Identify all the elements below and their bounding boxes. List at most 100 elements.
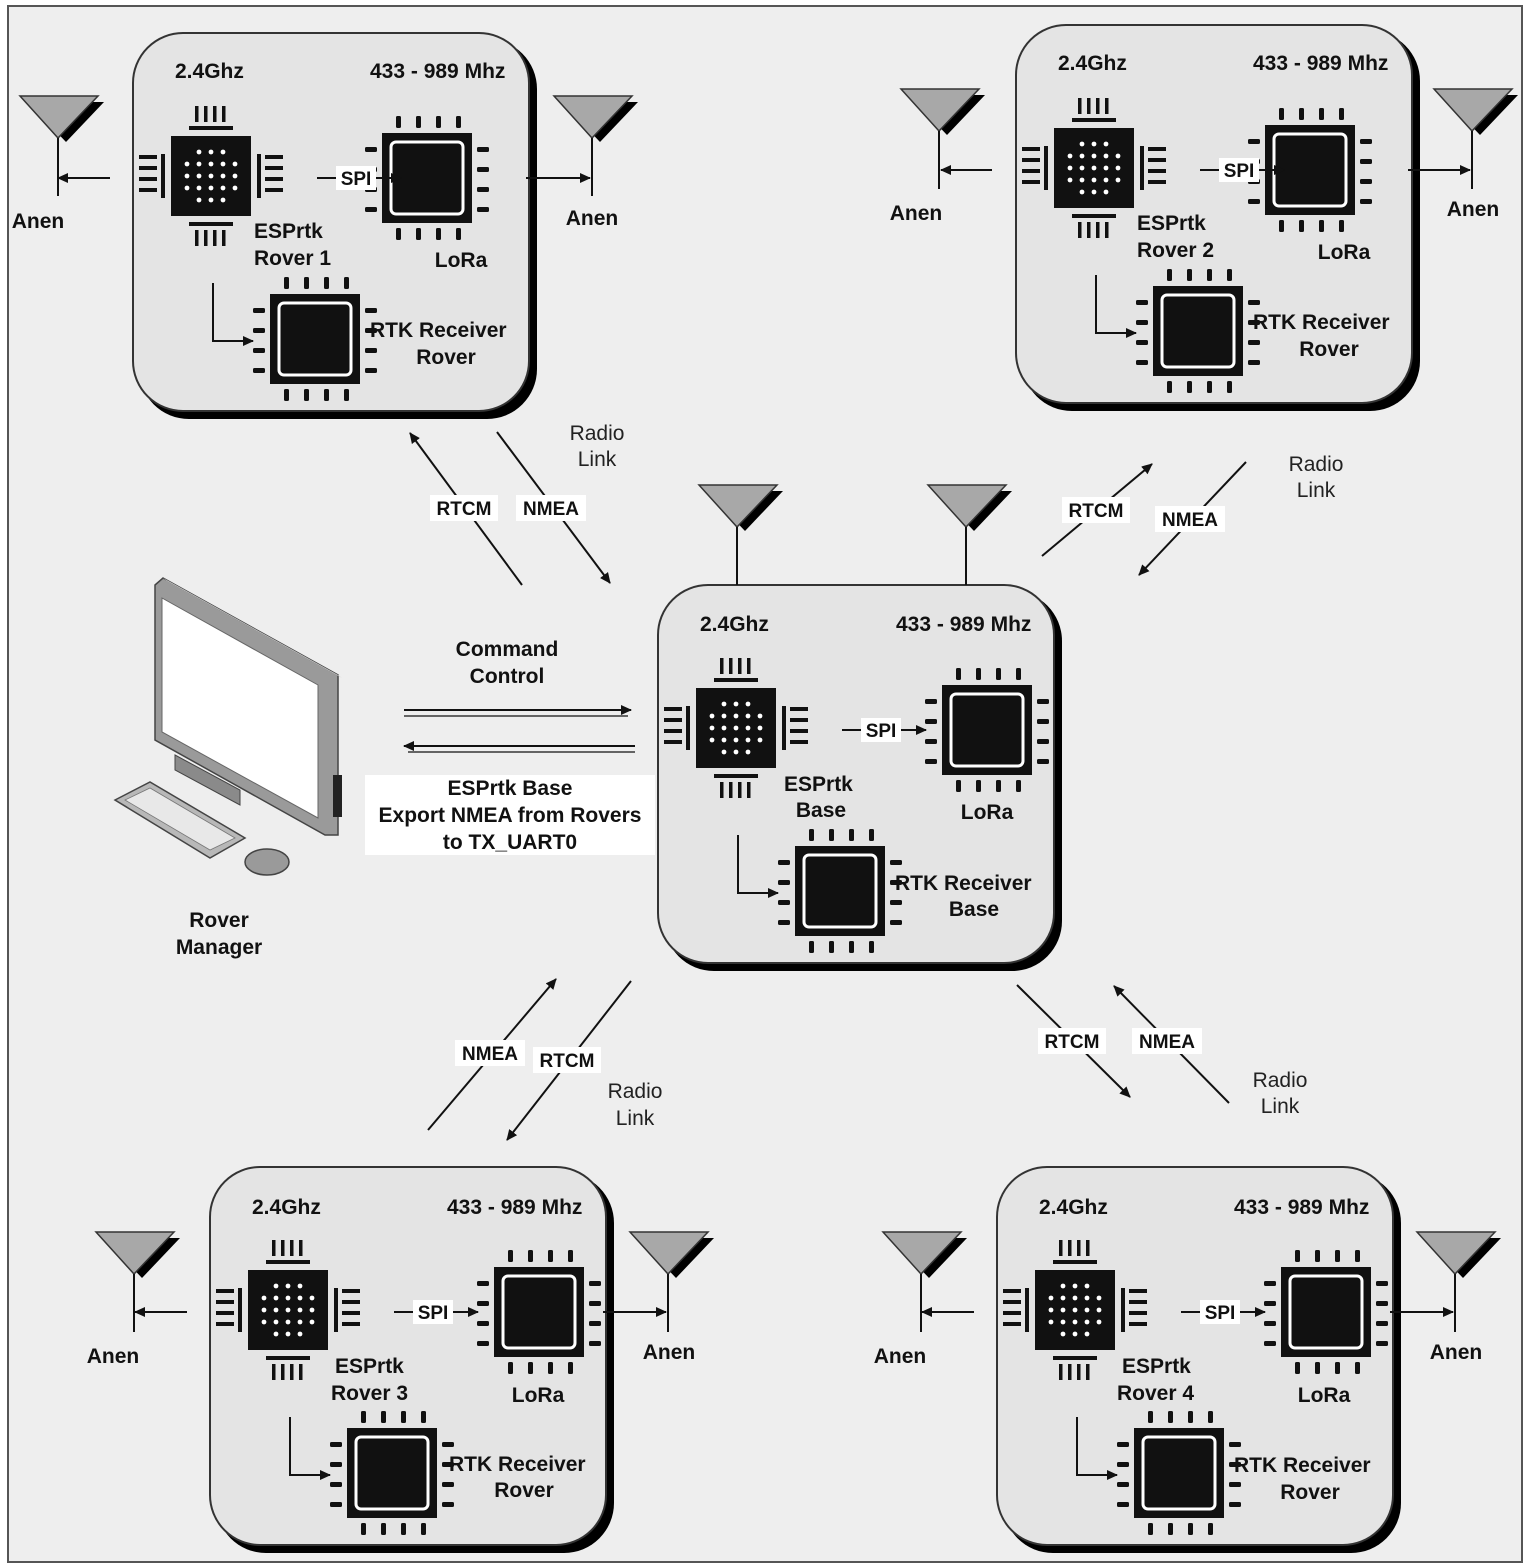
rover-4-spi-label: SPI	[1205, 1303, 1236, 1324]
rover-manager-sublabel: Manager	[176, 936, 262, 959]
rover-2-lora-label: LoRa	[1318, 241, 1371, 264]
rover-3-lora-chip-icon	[477, 1250, 601, 1374]
rover-3-node: 2.4Ghz 433 - 989 Mhz SPI ESPrtk Rover 3 …	[209, 1166, 614, 1553]
rover-4-rtk-chip-icon	[1117, 1411, 1241, 1535]
rover-4-rtk-sublabel: Rover	[1280, 1481, 1340, 1504]
base-esp-label: ESPrtk	[784, 773, 853, 796]
rover-1-nmea-label: NMEA	[523, 499, 579, 520]
rover-4-left-antenna-icon	[881, 1231, 967, 1332]
rover-1-lora-freq: 433 - 989 Mhz	[370, 60, 505, 83]
base-esp-sublabel: Base	[796, 799, 846, 822]
rover-2-spi-label: SPI	[1224, 161, 1255, 182]
rover-1-rtcm-label: RTCM	[437, 499, 492, 520]
rover-1-lora-chip-icon	[365, 116, 489, 240]
rover-3-wifi-freq: 2.4Ghz	[252, 1196, 321, 1219]
rover-3-lora-freq: 433 - 989 Mhz	[447, 1196, 582, 1219]
rover-4-node: 2.4Ghz 433 - 989 Mhz SPI ESPrtk Rover 4 …	[996, 1166, 1401, 1553]
rover-1-spi-label: SPI	[341, 169, 372, 190]
rover-3-rtcm-label: RTCM	[540, 1051, 595, 1072]
rover-2-right-antenna-icon	[1432, 88, 1518, 189]
rover-1-left-antenna-icon	[18, 95, 104, 196]
rover-3-left-antenna-icon	[94, 1231, 180, 1332]
rover-3-left-antenna-label: Anen	[87, 1345, 140, 1368]
rover-2-rtcm-label: RTCM	[1069, 501, 1124, 522]
rover-4-rtk-label: RTK Receiver	[1234, 1454, 1371, 1477]
rover-3-right-antenna-label: Anen	[643, 1341, 696, 1364]
rover-4-radio-link-label: Radio	[1253, 1069, 1308, 1092]
rover-1-esp-label: ESPrtk	[254, 220, 323, 243]
rover-3-rtk-label: RTK Receiver	[449, 1453, 586, 1476]
rover-4-right-antenna-label: Anen	[1430, 1341, 1483, 1364]
rover-2-wifi-freq: 2.4Ghz	[1058, 52, 1127, 75]
rover-1-wifi-freq: 2.4Ghz	[175, 60, 244, 83]
computer-monitor-icon	[154, 577, 342, 836]
rover-1-right-antenna-label: Anen	[566, 207, 619, 230]
command-control-sublabel: Control	[470, 665, 545, 688]
rover-4-lora-freq: 433 - 989 Mhz	[1234, 1196, 1369, 1219]
rover-2-rtk-sublabel: Rover	[1299, 338, 1359, 361]
rover-4-esp-label: ESPrtk	[1122, 1355, 1191, 1378]
rover-4-radio-link-sublabel: Link	[1261, 1095, 1300, 1118]
rover-4-lora-chip-icon	[1264, 1250, 1388, 1374]
rover-2-node: 2.4Ghz 433 - 989 Mhz SPI ESPrtk Rover 2 …	[1015, 24, 1420, 411]
base-lora-label: LoRa	[961, 801, 1014, 824]
rover-1-node: 2.4Ghz 433 - 989 Mhz SPI ESPrtk Rover 1 …	[132, 32, 537, 419]
base-wifi-freq: 2.4Ghz	[700, 613, 769, 636]
rover-2-lora-freq: 433 - 989 Mhz	[1253, 52, 1388, 75]
rover-2-left-antenna-label: Anen	[890, 202, 943, 225]
rover-2-rtk-link-arrow	[1095, 275, 1137, 338]
rover-1-rtk-link-arrow	[212, 283, 254, 346]
rover-1-radio-link-sublabel: Link	[578, 448, 617, 471]
export-description: Export NMEA from Rovers	[379, 804, 642, 827]
rover-1-rtk-chip-icon	[253, 277, 377, 401]
rover-3-spi-label: SPI	[418, 1303, 449, 1324]
rover-3-esp-chip-icon	[216, 1240, 360, 1380]
rover-2-right-antenna-label: Anen	[1447, 198, 1500, 221]
rover-manager-label: Rover	[189, 909, 249, 932]
base-rtk-link-arrow	[737, 835, 779, 898]
rover-2-radio-link-label: Radio	[1289, 453, 1344, 476]
base-esp-chip-icon	[664, 658, 808, 798]
keyboard-icon	[113, 781, 247, 859]
rover-1-esp-chip-icon	[139, 106, 283, 246]
rover-2-radio-link-sublabel: Link	[1297, 479, 1336, 502]
base-rtk-label: RTK Receiver	[895, 872, 1032, 895]
base-rtk-chip-icon	[778, 829, 902, 953]
rover-3-radio-link-label: Radio	[608, 1080, 663, 1103]
rover-2-rtk-chip-icon	[1136, 269, 1260, 393]
rover-3-radio-link-sublabel: Link	[616, 1107, 655, 1130]
base-lora-freq: 433 - 989 Mhz	[896, 613, 1031, 636]
rover-1-lora-label: LoRa	[435, 249, 488, 272]
rover-4-esp-sublabel: Rover 4	[1117, 1382, 1194, 1405]
rover-3-rtk-chip-icon	[330, 1411, 454, 1535]
rover-1-esp-sublabel: Rover 1	[254, 247, 331, 270]
rover-2-left-antenna-icon	[899, 88, 985, 189]
rover-2-rtk-label: RTK Receiver	[1253, 311, 1390, 334]
rover-3-esp-sublabel: Rover 3	[331, 1382, 408, 1405]
rover-1-right-antenna-icon	[552, 95, 638, 196]
rover-2-esp-sublabel: Rover 2	[1137, 239, 1214, 262]
rover-3-rtk-link-arrow	[289, 1417, 331, 1480]
rover-2-nmea-label: NMEA	[1162, 510, 1218, 531]
rover-4-rtcm-label: RTCM	[1045, 1032, 1100, 1053]
rover-1-radio-link-label: Radio	[570, 422, 625, 445]
base-spi-label: SPI	[866, 721, 897, 742]
base-lora-chip-icon	[925, 668, 1049, 792]
rover-3-nmea-label: NMEA	[462, 1044, 518, 1065]
rover-4-nmea-label: NMEA	[1139, 1032, 1195, 1053]
export-title: ESPrtk Base	[448, 777, 573, 800]
rover-3-lora-label: LoRa	[512, 1384, 565, 1407]
rover-1-rtk-label: RTK Receiver	[370, 319, 507, 342]
rover-1-rtk-sublabel: Rover	[416, 346, 476, 369]
rover-4-lora-label: LoRa	[1298, 1384, 1351, 1407]
rover-4-left-antenna-label: Anen	[874, 1345, 927, 1368]
rover-4-rtk-link-arrow	[1076, 1417, 1118, 1480]
rover-4-right-antenna-icon	[1415, 1231, 1501, 1332]
command-control-label: Command	[456, 638, 559, 661]
rover-4-wifi-freq: 2.4Ghz	[1039, 1196, 1108, 1219]
rover-2-esp-chip-icon	[1022, 98, 1166, 238]
rover-3-esp-label: ESPrtk	[335, 1355, 404, 1378]
rover-2-esp-label: ESPrtk	[1137, 212, 1206, 235]
mouse-icon	[244, 848, 290, 876]
